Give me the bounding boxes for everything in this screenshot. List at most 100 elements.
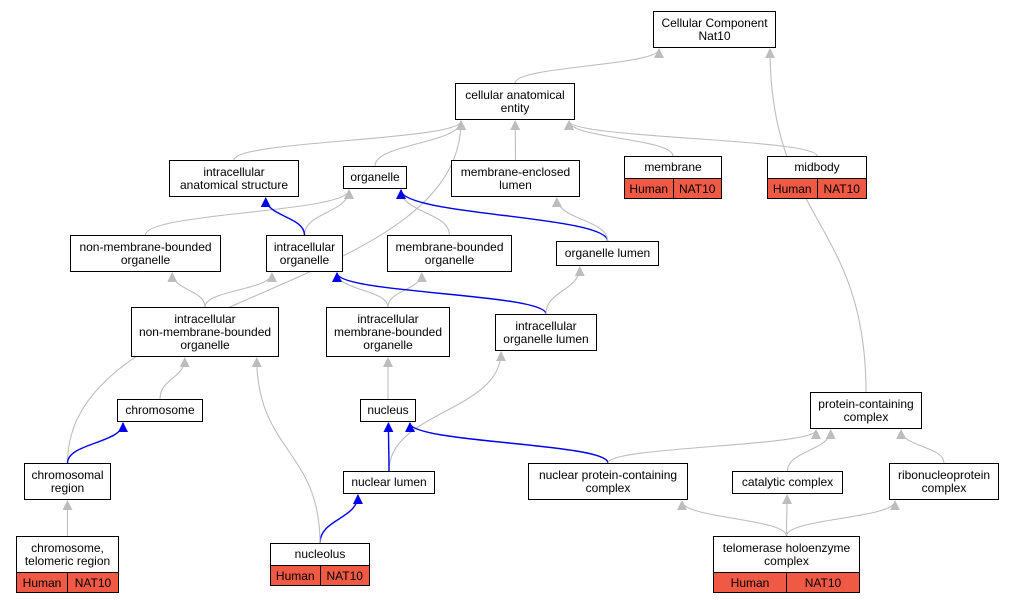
node-cae[interactable]: cellular anatomical entity [455,83,575,120]
node-pcc[interactable]: protein-containing complex [810,392,922,429]
node-org[interactable]: organelle [343,166,407,189]
node-chrreg[interactable]: chromosomal region [24,463,111,500]
node-label: nucleolus [271,544,369,565]
node-label-text: intracellular organelle [273,239,336,267]
node-label: membrane [625,157,721,178]
edge-ol-to-org [396,189,609,242]
edge-io-to-org [303,189,354,236]
species-tag: Human [714,573,786,592]
node-nuc[interactable]: nucleus [360,399,416,422]
edge-imbo-to-io [332,272,389,308]
edge-org-to-cae [374,120,466,167]
edge-npcc-to-pcc [607,429,821,464]
node-label-text: intracellular organelle lumen [503,318,589,346]
node-label-text: nuclear protein-containing complex [538,467,678,495]
edge-the-to-rnp [785,500,900,537]
gene-tag: NAT10 [319,566,369,585]
node-label-text: chromosome [125,403,195,417]
edge-cat-to-pcc [786,429,836,472]
node-label-text: non-membrane-bounded organelle [79,239,212,267]
species-tag: Human [768,179,817,198]
node-ias[interactable]: intracellular anatomical structure [169,160,299,197]
node-label: chromosome, telomeric region [17,537,118,572]
node-label-text: nuclear lumen [351,475,427,489]
node-label-text: intracellular anatomical structure [179,164,289,192]
edge-iol-to-ol [545,266,585,315]
node-cat[interactable]: catalytic complex [732,471,843,494]
node-label-text: nucleolus [294,547,346,561]
node-ol[interactable]: organelle lumen [556,241,659,266]
edge-mid-to-cae [564,120,818,157]
node-io[interactable]: intracellular organelle [266,235,343,272]
edge-iol-to-io [332,272,547,315]
gene-tag: NAT10 [816,179,866,198]
edge-nl-to-nuc [383,422,394,472]
node-label-text: organelle [350,170,400,184]
gene-tag: NAT10 [672,179,721,198]
edge-the-to-cat [782,494,793,537]
edge-mbo-to-org [396,189,451,236]
edge-mem-to-cae [564,120,674,157]
edge-ias-to-cae [233,120,466,161]
species-tag: Human [625,179,673,198]
edge-nmbo-to-org [144,189,354,236]
edge-chr-to-inmbo [159,357,190,400]
node-label-text: chromosomal region [31,467,104,495]
node-nmbo[interactable]: non-membrane-bounded organelle [70,235,221,272]
edge-pcc-to-cc [765,48,867,393]
edge-io-to-ias [260,197,306,236]
edge-inmbo-to-nmbo [167,272,206,308]
species-tag: Human [17,573,67,592]
node-iol[interactable]: intracellular organelle lumen [495,314,597,351]
node-label-text: telomerase holoenzyme complex [722,540,851,568]
gene-tag: NAT10 [786,573,859,592]
node-label-text: organelle lumen [564,246,651,260]
edge-nucl-to-nl [319,494,363,544]
node-label-text: ribonucleoprotein complex [897,467,991,495]
node-label-text: protein-containing complex [818,396,914,424]
node-mel[interactable]: membrane-enclosed lumen [451,160,580,197]
node-label-text: nucleus [367,403,409,417]
species-tag: Human [271,566,320,585]
edge-npcc-to-nuc [405,422,609,464]
node-label-text: midbody [794,160,840,174]
gene-tag: NAT10 [67,573,118,592]
node-label-text: intracellular membrane-bounded organelle [333,311,443,352]
node-inmbo[interactable]: intracellular non-membrane-bounded organ… [131,307,279,357]
node-label-text: Cellular Component Nat10 [661,15,768,43]
edge-nl-to-iol [388,351,506,472]
edge-inmbo-to-io [204,272,277,308]
edge-nucl-to-inmbo [251,357,321,544]
node-label: telomerase holoenzyme complex [714,537,859,572]
edge-rnp-to-pcc [896,429,945,464]
node-label-text: chromosome, telomeric region [24,540,111,568]
node-cc[interactable]: Cellular Component Nat10 [653,11,776,48]
edge-the-to-npcc [677,500,788,537]
node-label: midbody [768,157,866,178]
edge-chrreg-to-chr [66,422,128,464]
node-label-text: cellular anatomical entity [465,87,565,115]
edge-cae-to-cc [514,48,664,84]
node-npcc[interactable]: nuclear protein-containing complex [528,463,688,500]
node-chr[interactable]: chromosome [117,399,203,422]
node-label-text: membrane-enclosed lumen [460,164,571,192]
node-label-text: catalytic complex [741,475,834,489]
node-label-text: intracellular non-membrane-bounded organ… [138,311,272,352]
node-label-text: membrane-bounded organelle [395,239,504,267]
node-mbo[interactable]: membrane-bounded organelle [387,235,512,272]
node-imbo[interactable]: intracellular membrane-bounded organelle [326,307,450,357]
node-nl[interactable]: nuclear lumen [343,471,435,494]
node-rnp[interactable]: ribonucleoprotein complex [889,463,999,500]
edge-ol-to-mel [551,197,609,242]
